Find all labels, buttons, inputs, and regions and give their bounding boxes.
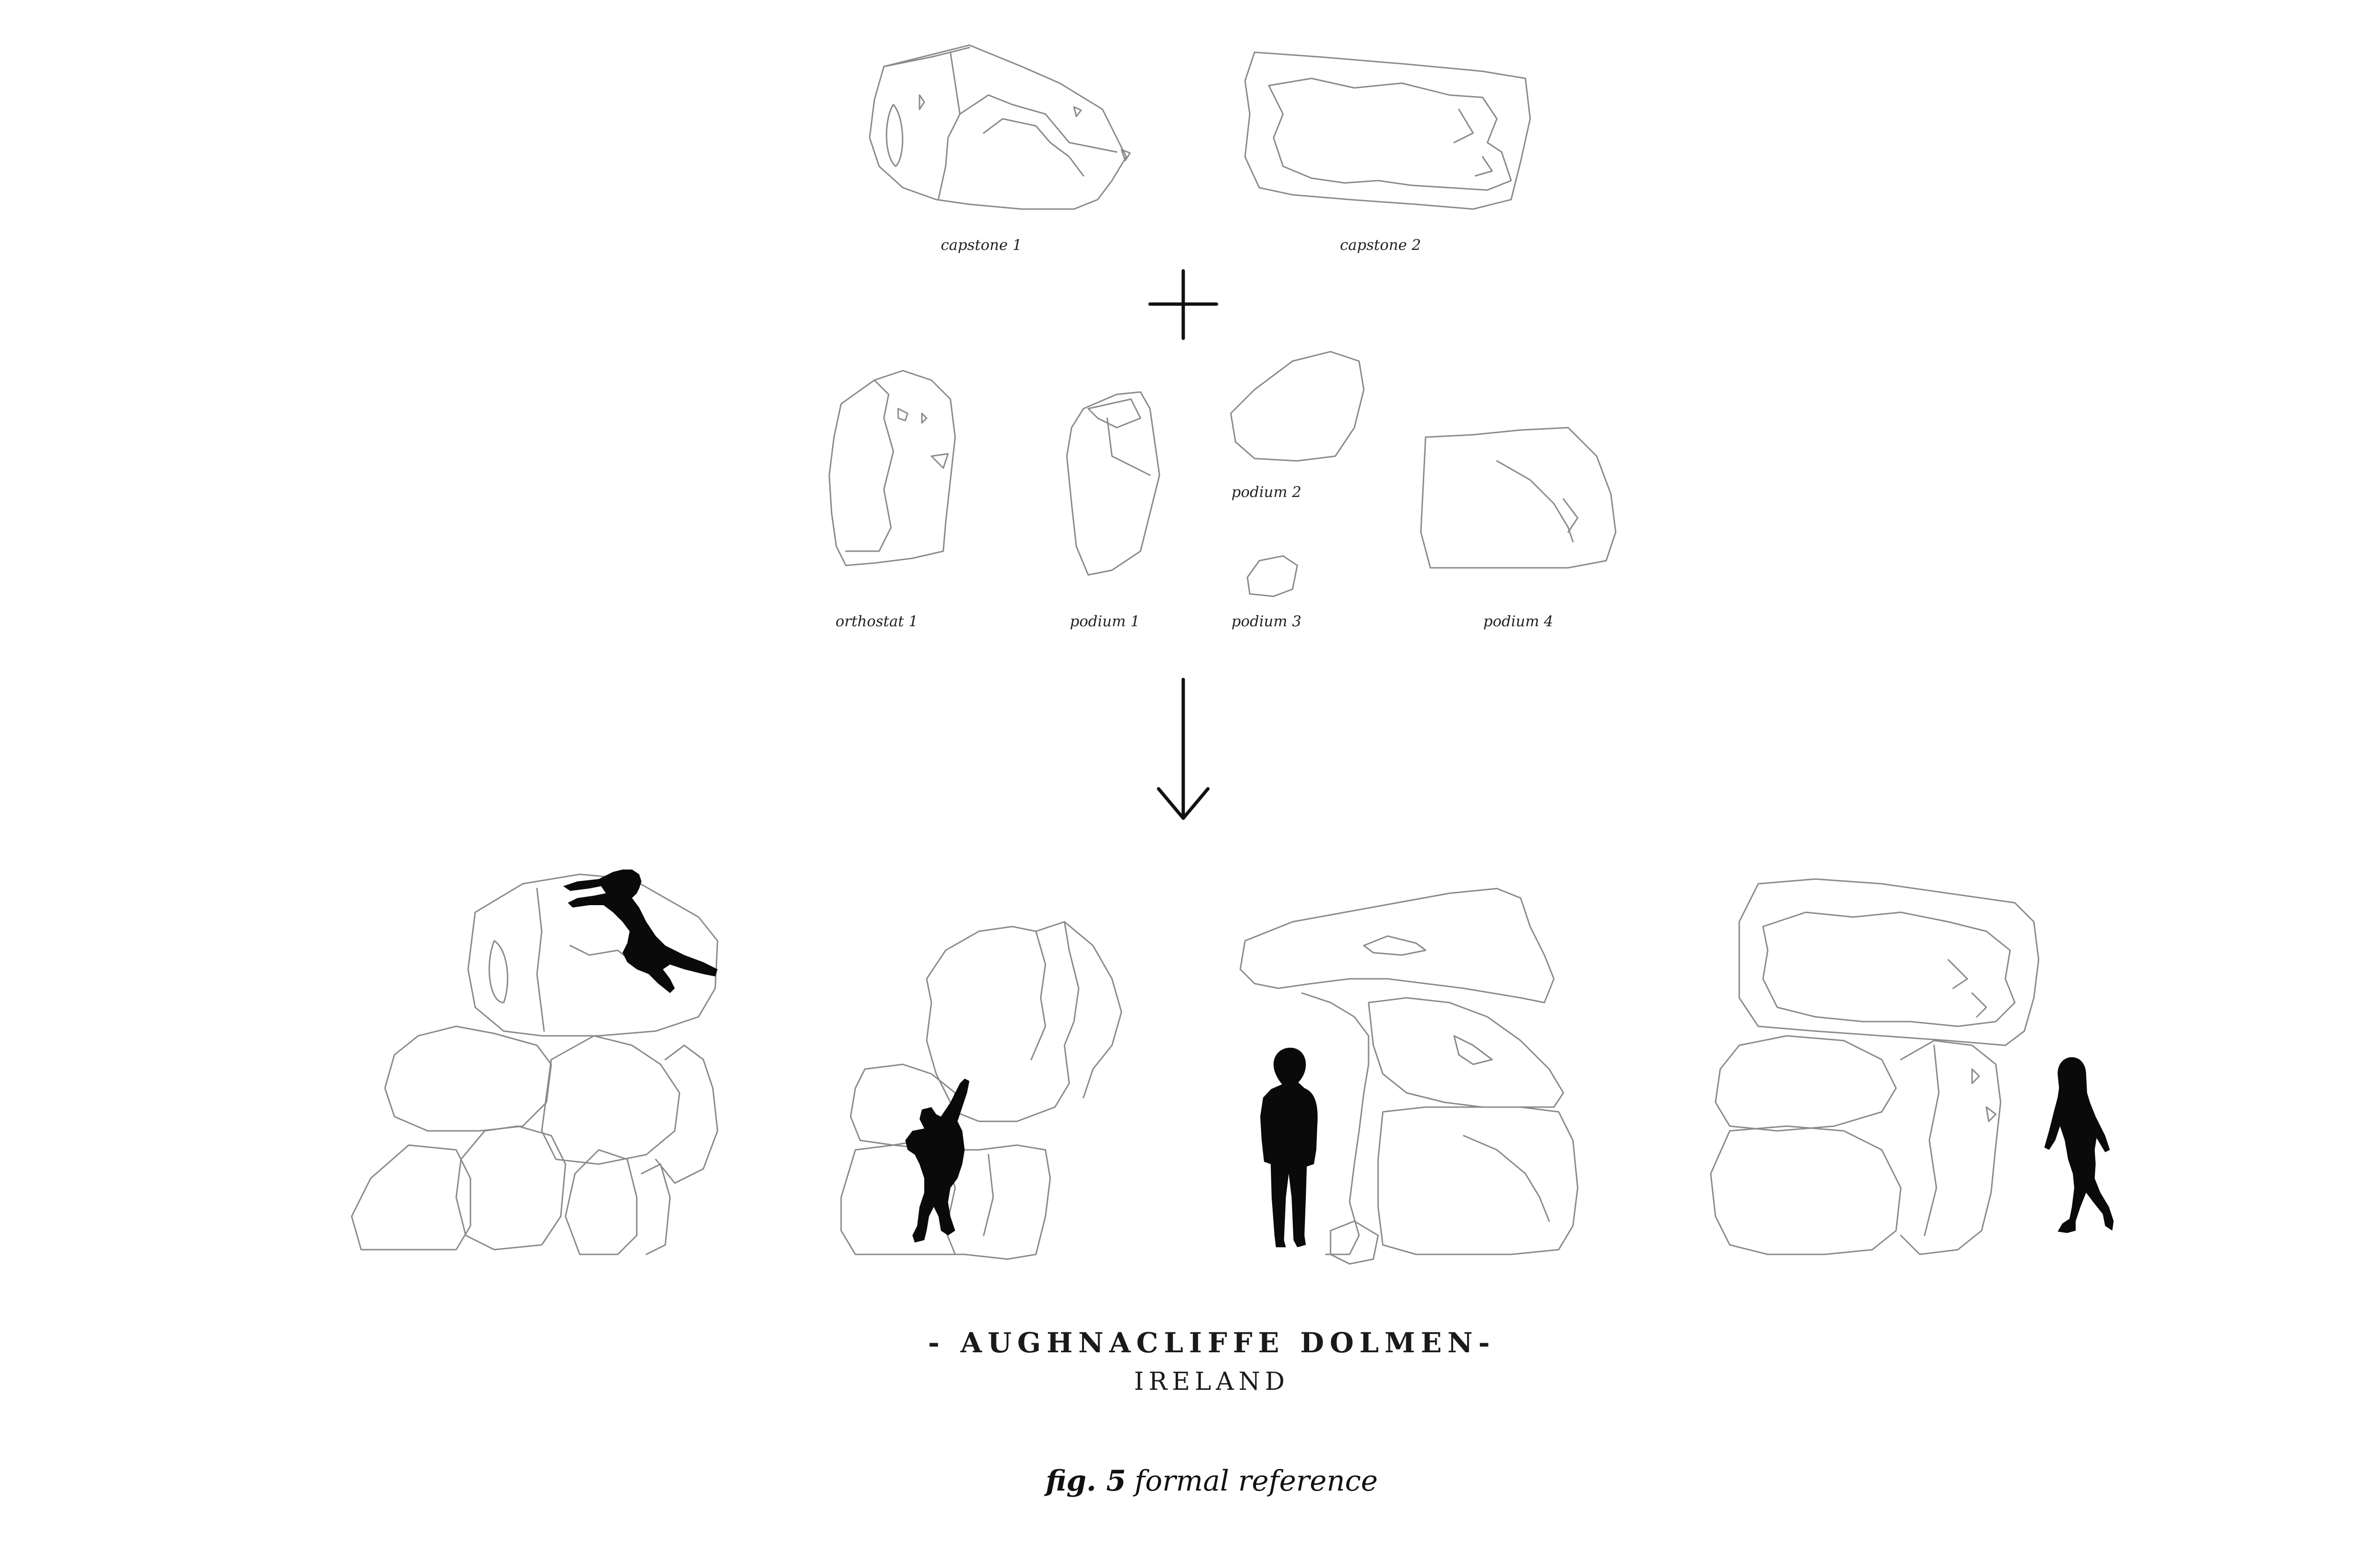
podium-2-drawing	[1231, 352, 1364, 461]
podium-1-drawing	[1067, 392, 1159, 575]
label-capstone-2: capstone 2	[1340, 237, 1421, 254]
arrow-down-icon	[1159, 679, 1208, 818]
label-podium-4: podium 4	[1483, 613, 1553, 630]
dolmen-view-1	[352, 870, 718, 1254]
capstone-2-drawing	[1245, 52, 1530, 209]
title-line-2: IRELAND	[1134, 1367, 1290, 1396]
figure-caption: fig. 5 formal reference	[1046, 1464, 1378, 1498]
label-capstone-1: capstone 1	[941, 237, 1022, 254]
podium-3-drawing	[1247, 556, 1297, 596]
podium-4-drawing	[1421, 428, 1616, 568]
dolmen-view-2	[841, 922, 1121, 1259]
label-podium-1: podium 1	[1070, 613, 1140, 630]
label-orthostat-1: orthostat 1	[835, 613, 918, 630]
label-podium-2: podium 2	[1231, 484, 1301, 501]
capstone-1-drawing	[870, 45, 1130, 209]
figure-caption-text: formal reference	[1135, 1464, 1378, 1498]
dolmen-view-4	[1711, 879, 2114, 1254]
orthostat-1-drawing	[829, 371, 955, 565]
label-podium-3: podium 3	[1231, 613, 1301, 630]
plus-icon	[1150, 271, 1217, 338]
dolmen-view-3	[1240, 889, 1578, 1264]
figure-number: fig. 5	[1046, 1464, 1126, 1498]
title-line-1: - AUGHNACLIFFE DOLMEN-	[928, 1327, 1495, 1359]
